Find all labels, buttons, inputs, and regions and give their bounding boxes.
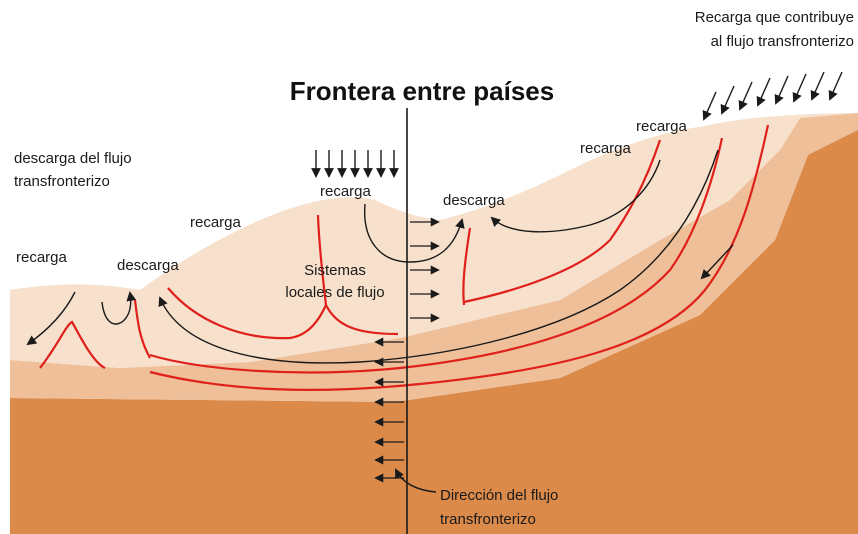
label-local-systems-1: Sistemas — [304, 262, 366, 279]
middle-aquifer-layer — [10, 113, 858, 402]
label-descarga-center: descarga — [443, 192, 505, 209]
label-recarga-right: recarga — [580, 140, 632, 157]
flow-lines — [26, 149, 734, 493]
boundary-left-valley — [133, 299, 151, 359]
label-descarga-left: descarga — [117, 257, 179, 274]
boundary-regional-inner — [149, 137, 724, 374]
diagram-title: Frontera entre países — [290, 76, 554, 106]
label-flow-direction-1: Dirección del flujo — [440, 487, 558, 504]
label-discharge-transboundary-1: descarga del flujo — [14, 150, 132, 167]
recharge-arrows-transboundary — [702, 71, 843, 121]
flow-boundaries — [39, 124, 770, 391]
label-recarga-mid-left: recarga — [190, 214, 242, 231]
label-discharge-transboundary-2: transfronterizo — [14, 173, 110, 190]
flow-line-left-up — [101, 291, 137, 325]
flow-direction-pointer — [395, 468, 437, 493]
label-recarga-far-left: recarga — [16, 249, 68, 266]
boundary-mid-vertical — [316, 214, 328, 306]
label-flow-direction-2: transfronterizo — [440, 511, 536, 528]
flow-line-regional-main — [158, 149, 719, 364]
flow-line-upper-right — [490, 159, 661, 233]
flow-line-far-left — [26, 291, 76, 346]
deep-aquifer-layer — [10, 113, 858, 534]
border-flow-arrows-left — [374, 337, 404, 483]
flow-line-center-recharge — [364, 203, 465, 263]
label-recarga-upper-right: recarga — [636, 118, 688, 135]
label-recharge-transboundary-2: al flujo transfronterizo — [711, 33, 854, 50]
border-flow-arrows-right — [410, 217, 440, 323]
flow-line-deep-arrow — [700, 244, 734, 280]
boundary-far-left — [39, 320, 106, 369]
label-local-systems-2: locales de flujo — [285, 284, 384, 301]
label-recharge-transboundary-1: Recarga que contribuye — [695, 9, 854, 26]
recharge-arrows-center — [311, 150, 399, 178]
boundary-inner-right — [463, 139, 662, 304]
boundary-local-systems — [167, 287, 399, 340]
boundary-right-local — [462, 227, 472, 306]
boundary-regional-outer — [149, 124, 770, 391]
label-recarga-center: recarga — [320, 183, 372, 200]
